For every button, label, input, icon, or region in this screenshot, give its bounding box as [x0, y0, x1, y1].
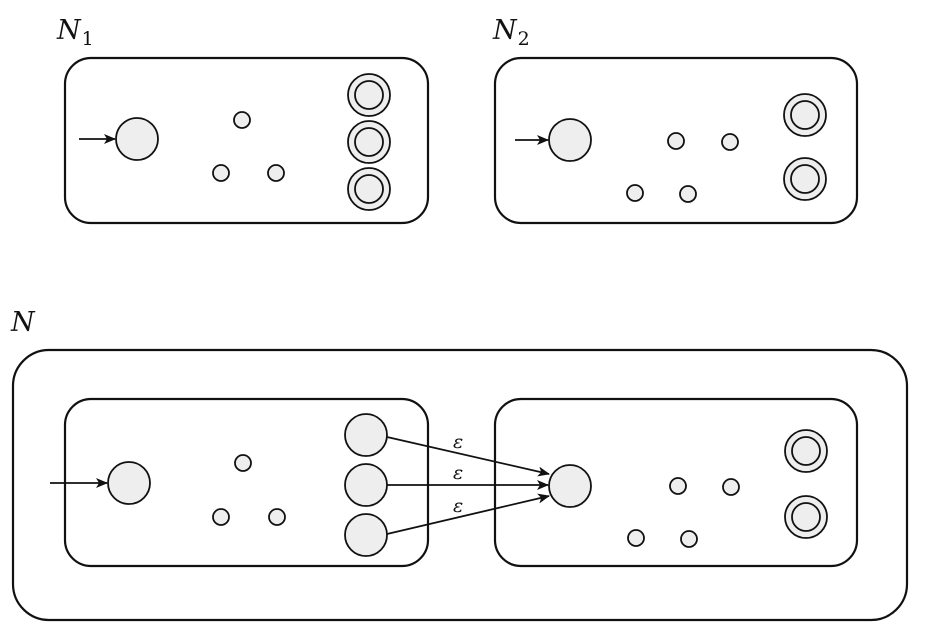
accept-state	[784, 429, 828, 473]
state	[667, 132, 685, 150]
start-state	[548, 118, 592, 162]
state	[721, 133, 739, 151]
machine-n2-box	[493, 56, 859, 225]
accept-state	[347, 120, 391, 164]
epsilon-edge	[386, 436, 550, 477]
state	[627, 529, 645, 547]
machine-n: N	[10, 307, 909, 622]
epsilon-label: ε	[453, 462, 463, 484]
state	[233, 111, 251, 129]
accept-state	[784, 495, 828, 539]
former-accept-state	[344, 463, 388, 507]
machine-n1-box	[63, 56, 430, 225]
inner-n2	[493, 397, 859, 568]
epsilon-label: ε	[453, 431, 463, 453]
machine-n2-label: N2	[492, 15, 530, 50]
start-state	[548, 464, 592, 508]
start-state	[115, 117, 159, 161]
state	[268, 508, 286, 526]
accept-state	[347, 167, 391, 211]
machine-n1: N1	[56, 15, 430, 225]
state	[679, 185, 697, 203]
state	[212, 508, 230, 526]
machine-n1-label: N1	[56, 15, 94, 50]
start-state	[107, 461, 151, 505]
state	[669, 477, 687, 495]
accept-state	[347, 73, 391, 117]
machine-n-box	[11, 348, 909, 622]
epsilon-edge	[386, 493, 550, 535]
machine-n-label: N	[10, 307, 36, 338]
state	[234, 454, 252, 472]
accept-state	[783, 157, 827, 201]
former-accept-state	[344, 413, 388, 457]
accept-state	[783, 93, 827, 137]
former-accept-state	[344, 513, 388, 557]
state	[722, 478, 740, 496]
state	[680, 530, 698, 548]
state	[626, 184, 644, 202]
inner-n2-box	[493, 397, 859, 568]
machine-n2: N2	[492, 15, 859, 225]
epsilon-transitions: ε ε ε	[386, 431, 550, 535]
epsilon-label: ε	[453, 495, 463, 517]
state	[267, 164, 285, 182]
state	[212, 164, 230, 182]
inner-n1	[50, 397, 430, 568]
